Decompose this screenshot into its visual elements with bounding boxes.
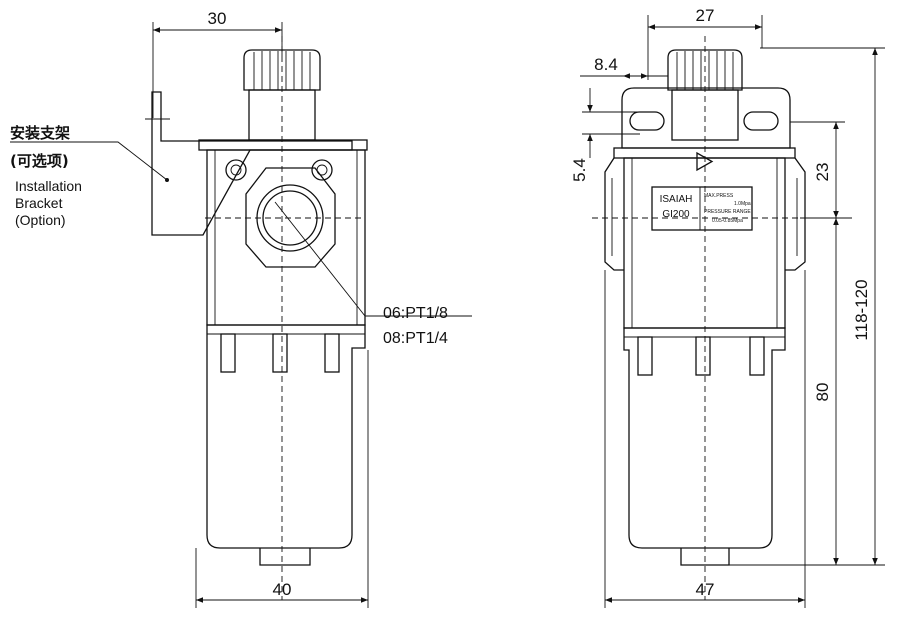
model-name: GI200 xyxy=(662,209,690,220)
spec-pressure-range-value: 0.05-0.85Mpa xyxy=(712,218,743,224)
bracket-label-en-3: (Option) xyxy=(15,212,66,228)
right-dim-80: 80 xyxy=(813,383,832,402)
spec-max-press: MAX.PRESS xyxy=(704,193,734,199)
bracket-label-en-2: Bracket xyxy=(15,195,63,211)
port-label-2: 08:PT1/4 xyxy=(383,330,448,347)
left-bowl xyxy=(206,324,366,566)
right-dim-23: 23 xyxy=(813,163,832,182)
right-bowl xyxy=(623,327,786,566)
right-view: 27 8.4 5.4 xyxy=(570,6,885,608)
brand-name: ISAIAH xyxy=(660,194,693,205)
right-knob xyxy=(667,49,743,141)
right-nameplate: ISAIAH GI200 MAX.PRESS 1.0Mpa PRESSURE R… xyxy=(651,186,753,231)
left-dim-top: 30 xyxy=(208,9,227,28)
spec-max-press-value: 1.0Mpa xyxy=(734,201,751,207)
right-dim-5-4: 5.4 xyxy=(570,158,589,182)
right-dim-8-4: 8.4 xyxy=(594,55,618,74)
bracket-label-en-1: Installation xyxy=(15,178,82,194)
right-bracket xyxy=(621,87,791,149)
left-dim-bottom: 40 xyxy=(273,580,292,599)
left-port xyxy=(245,167,336,268)
right-dim-total: 118-120 xyxy=(852,279,871,340)
left-view: 30 xyxy=(10,9,472,608)
bracket-label-cn: 安装支架 xyxy=(10,124,71,142)
right-dim-top: 27 xyxy=(696,6,715,25)
port-label-1: 06:PT1/8 xyxy=(383,305,448,322)
bracket-option-cn: (可选项) xyxy=(10,152,69,170)
right-dim-bottom: 47 xyxy=(696,580,715,599)
spec-pressure-range: PRESSURE RANGE xyxy=(704,209,751,215)
right-body xyxy=(604,147,806,329)
left-bracket xyxy=(145,91,353,236)
